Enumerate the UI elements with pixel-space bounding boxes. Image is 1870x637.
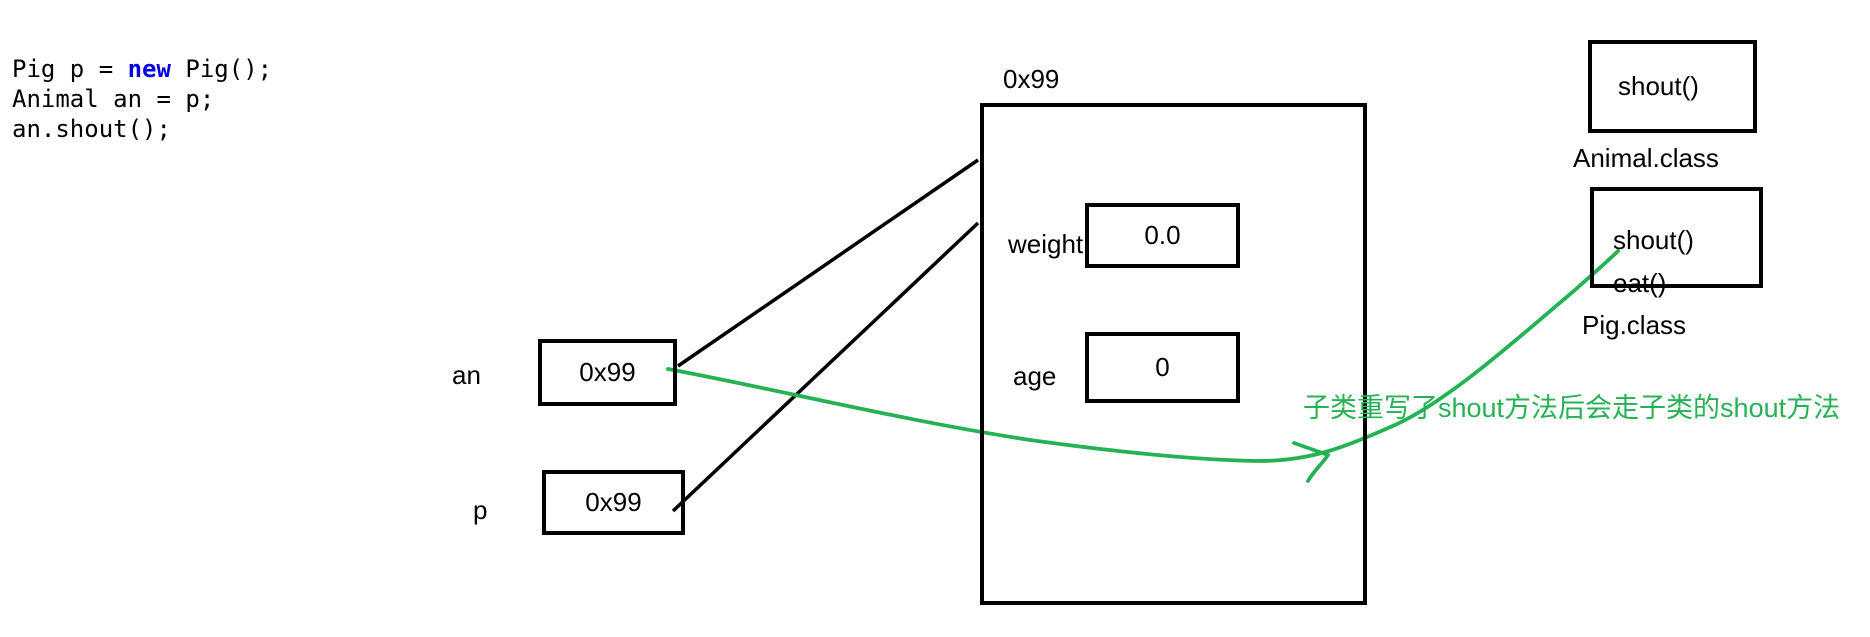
code-line-2: Animal an = p; (12, 85, 215, 113)
p-to-object-line (671, 221, 980, 513)
object-address-label: 0x99 (1003, 64, 1060, 94)
object-box (980, 103, 1367, 605)
field-weight-box: 0.0 (1085, 203, 1240, 268)
field-age-label: age (1013, 361, 1057, 391)
pig-class-label: Pig.class (1582, 310, 1687, 340)
code-line-3: an.shout(); (12, 115, 171, 143)
code-text: Pig(); (170, 55, 273, 83)
code-line-1: Pig p = new Pig(); (12, 54, 272, 84)
reference-p-label: p (473, 495, 488, 525)
reference-p-value: 0x99 (585, 487, 642, 517)
animal-class-label: Animal.class (1573, 143, 1719, 173)
code-text: Pig p = (12, 55, 128, 83)
field-weight-label: weight (1008, 229, 1084, 259)
field-age-box: 0 (1085, 332, 1240, 403)
animal-class-box: shout() (1588, 40, 1757, 133)
pig-method-eat: eat() (1613, 268, 1667, 298)
pig-class-box: shout() eat() (1590, 187, 1763, 298)
override-annotation-text: 子类重写了shout方法后会走子类的shout方法 (1303, 393, 1841, 423)
reference-an-label: an (452, 360, 481, 390)
animal-method-shout: shout() (1618, 71, 1699, 101)
reference-an-box: 0x99 (538, 339, 677, 406)
an-to-object-line (677, 158, 979, 368)
reference-p-box: 0x99 (542, 470, 685, 535)
reference-an-value: 0x99 (579, 357, 636, 387)
pig-method-shout: shout() (1613, 225, 1694, 255)
code-snippet: Pig p = new Pig(); Animal an = p; an.sho… (12, 54, 272, 144)
field-age-value: 0 (1155, 352, 1170, 382)
field-weight-value: 0.0 (1144, 220, 1181, 250)
code-keyword-new: new (127, 55, 171, 83)
